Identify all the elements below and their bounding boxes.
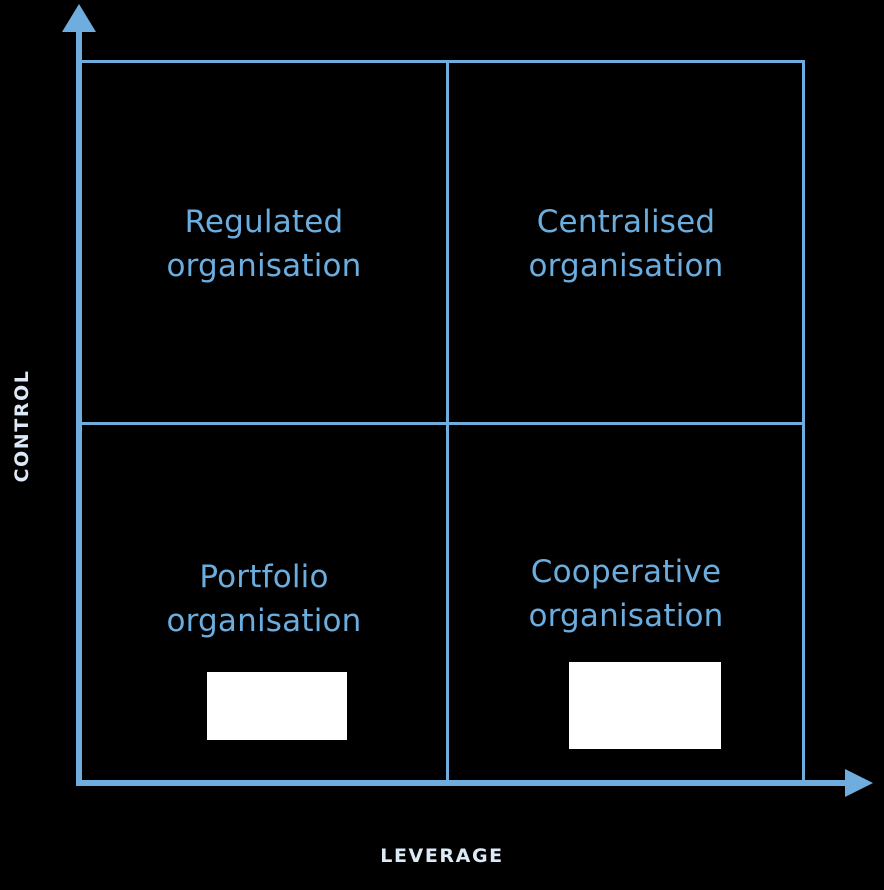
grid-divider-horizontal: [80, 422, 805, 425]
quadrant-regulated-organisation: Regulated organisation: [82, 200, 446, 288]
quadrant-label-line2: organisation: [528, 248, 724, 284]
quadrant-label-line1: Regulated: [184, 204, 344, 240]
redaction-block: [569, 662, 721, 749]
grid-divider-vertical: [446, 60, 449, 783]
x-axis-line: [76, 780, 848, 786]
redaction-block: [207, 672, 347, 740]
x-axis-label: LEVERAGE: [380, 845, 504, 867]
y-axis-label: CONTROL: [11, 369, 33, 483]
quadrant-label-line2: organisation: [528, 598, 724, 634]
quadrant-label-line1: Cooperative: [530, 554, 722, 590]
grid-border-right: [802, 60, 805, 783]
quadrant-portfolio-organisation: Portfolio organisation: [82, 555, 446, 643]
arrow-up-icon: [62, 4, 96, 32]
quadrant-centralised-organisation: Centralised organisation: [449, 200, 803, 288]
quadrant-label-line1: Centralised: [536, 204, 716, 240]
quadrant-label-line2: organisation: [166, 603, 362, 639]
arrow-right-icon: [845, 769, 873, 797]
y-axis-line: [76, 24, 82, 786]
quadrant-cooperative-organisation: Cooperative organisation: [449, 550, 803, 638]
grid-border-top: [80, 60, 805, 63]
quadrant-label-line1: Portfolio: [199, 559, 329, 595]
quadrant-label-line2: organisation: [166, 248, 362, 284]
